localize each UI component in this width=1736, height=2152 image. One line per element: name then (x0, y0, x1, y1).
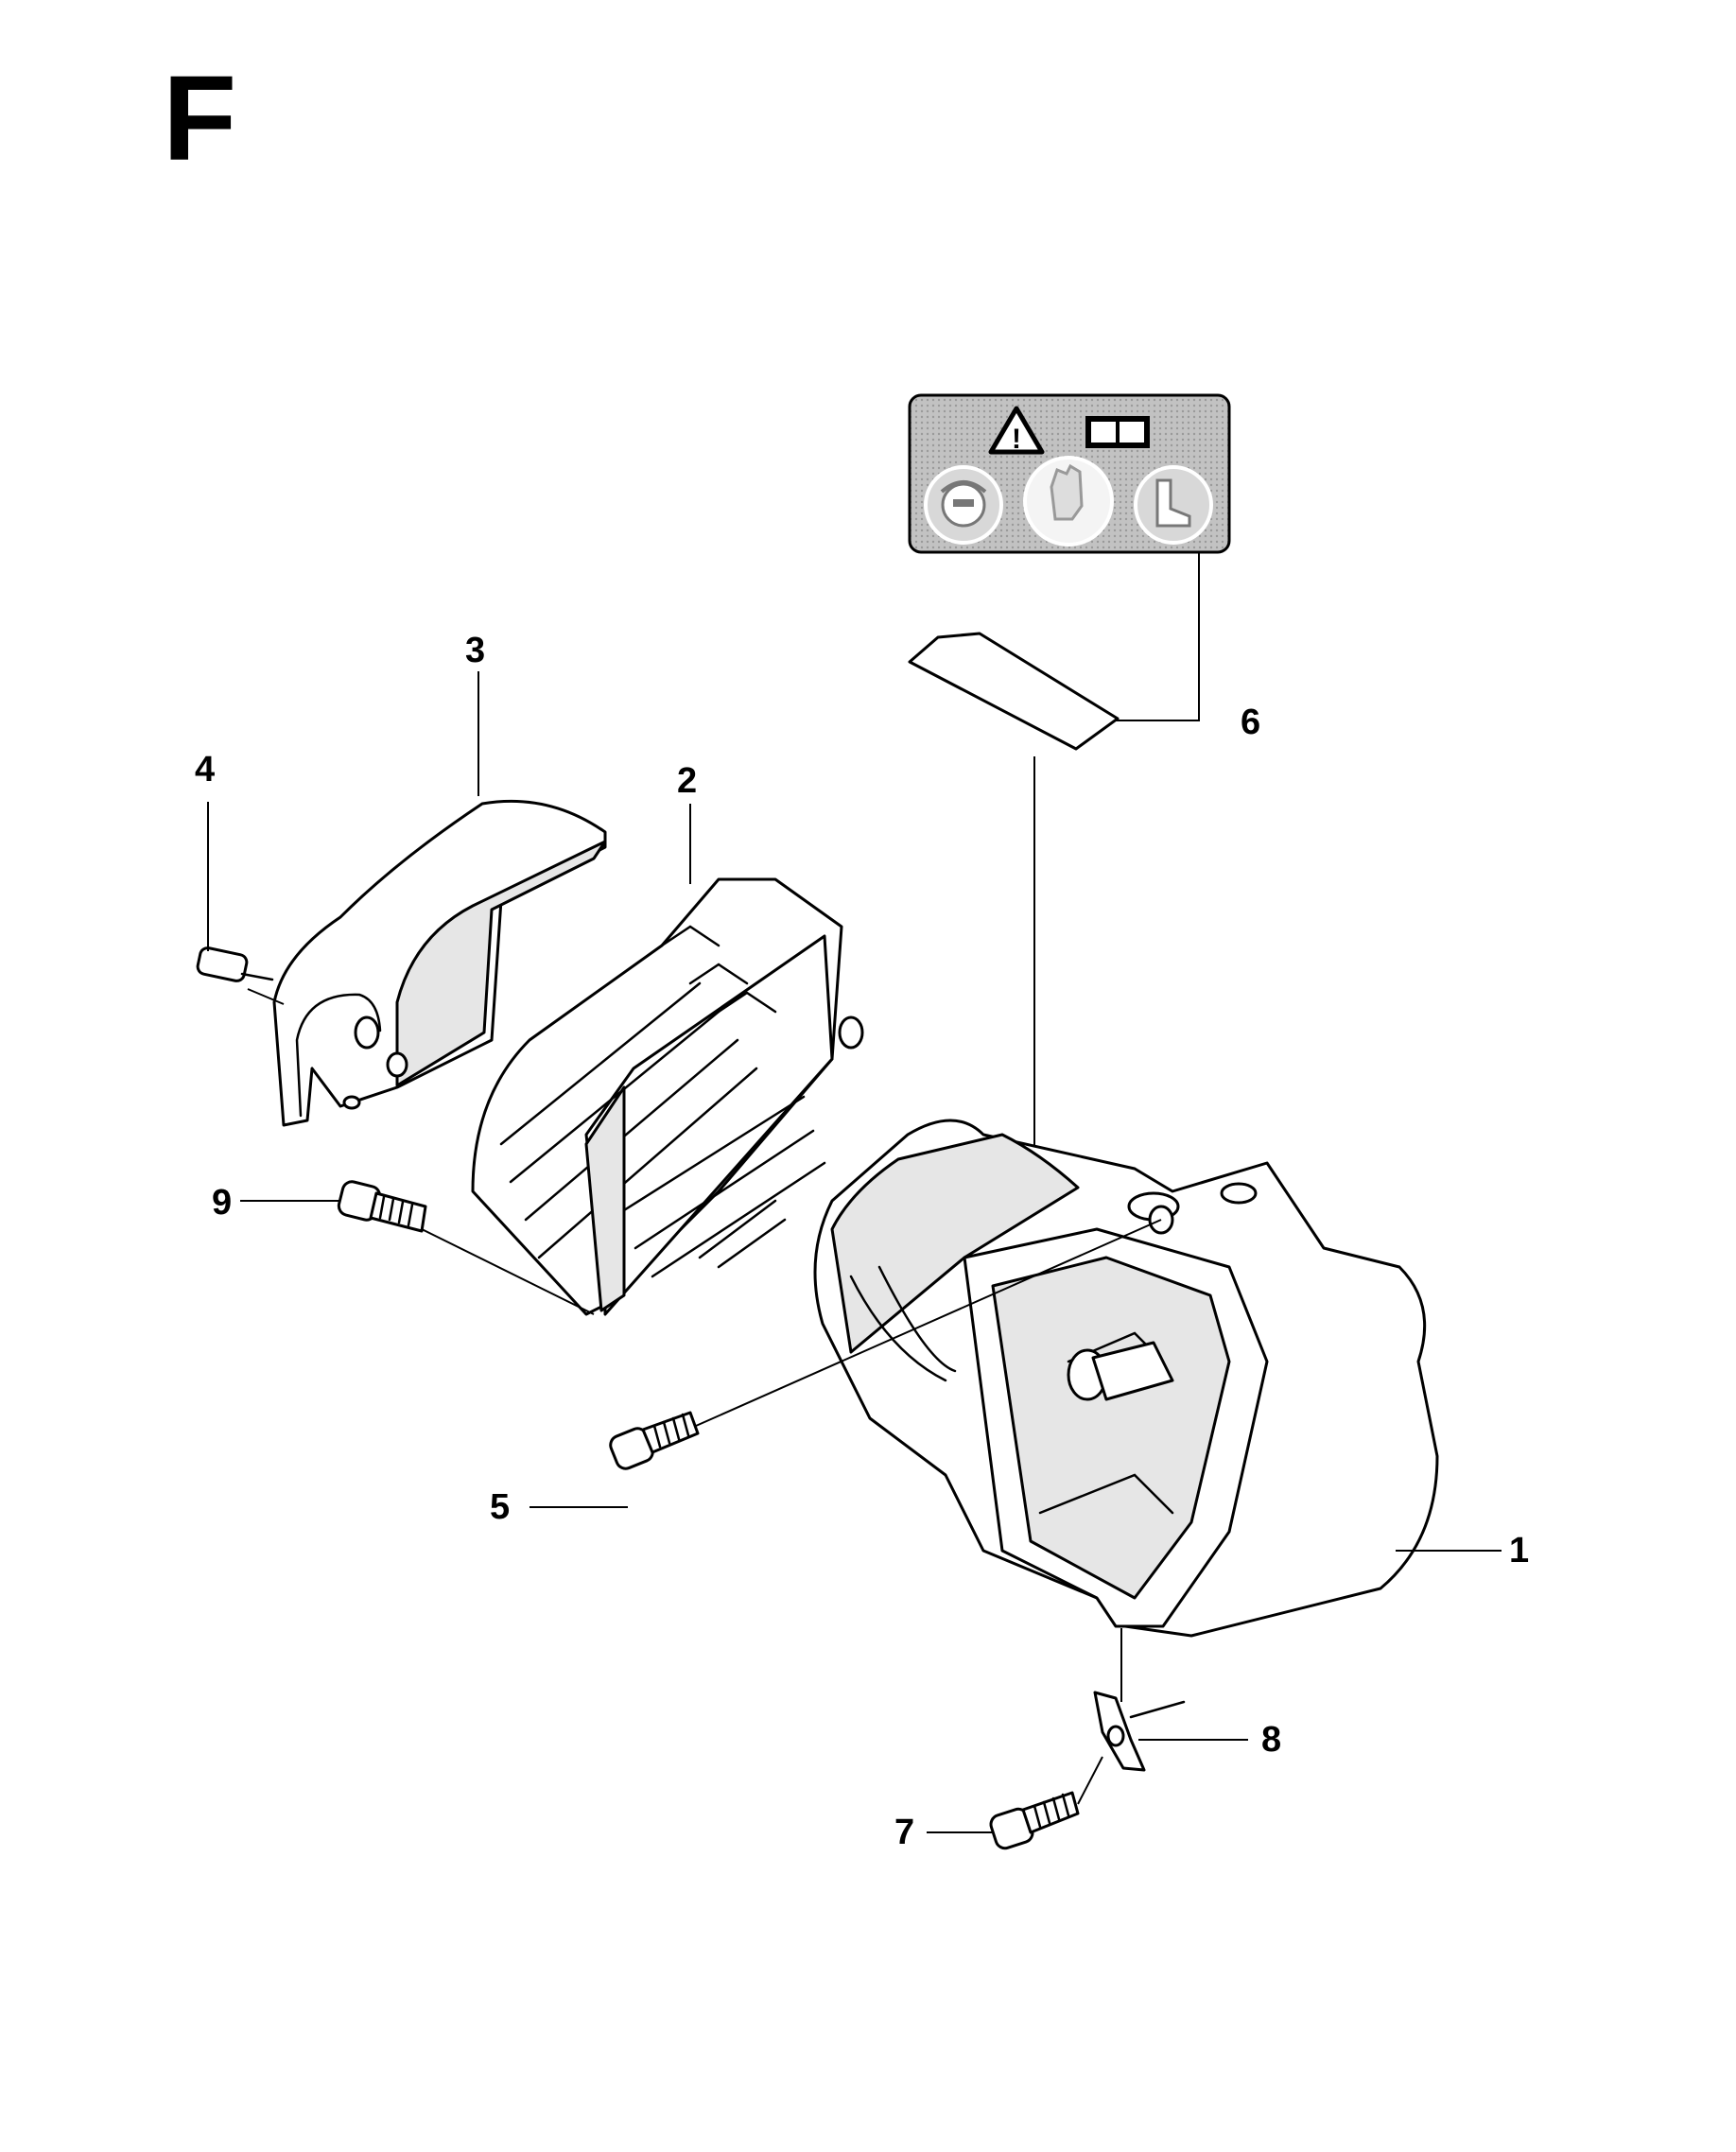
warning-decal: ! (908, 393, 1231, 554)
part-8-clip-nut (1093, 1691, 1186, 1772)
part-1-housing (813, 1119, 1439, 1638)
leader-7-axis (1077, 1756, 1103, 1805)
leader-4-axis (247, 988, 285, 1005)
boots-icon (1134, 465, 1213, 545)
leader-6-decal (1116, 552, 1200, 721)
part-2-cylinder-shroud (471, 877, 864, 1316)
svg-text:!: ! (1012, 424, 1021, 455)
gloves-icon (1023, 456, 1114, 547)
callout-5: 5 (490, 1487, 510, 1527)
callout-1: 1 (1509, 1531, 1529, 1571)
ear-eye-protection-icon (924, 465, 1003, 545)
part-9-long-screw (337, 1180, 427, 1233)
part-4-screw (196, 946, 274, 982)
part-6-decal-sticker (908, 632, 1120, 751)
leader-5-axis (695, 1219, 1162, 1427)
manual-book-icon (1085, 416, 1150, 448)
callout-8: 8 (1261, 1720, 1281, 1760)
callout-7: 7 (894, 1813, 914, 1852)
part-5-screw (609, 1411, 700, 1470)
warning-triangle-icon: ! (988, 406, 1045, 455)
callout-4: 4 (195, 750, 215, 790)
part-7-screw (989, 1791, 1080, 1850)
callout-6: 6 (1241, 703, 1260, 742)
section-letter: F (163, 51, 237, 186)
callout-3: 3 (465, 631, 485, 670)
callout-9: 9 (212, 1183, 232, 1223)
part-3-top-cover (272, 799, 607, 1127)
leader-9-axis (421, 1228, 595, 1315)
callout-2: 2 (677, 761, 697, 801)
